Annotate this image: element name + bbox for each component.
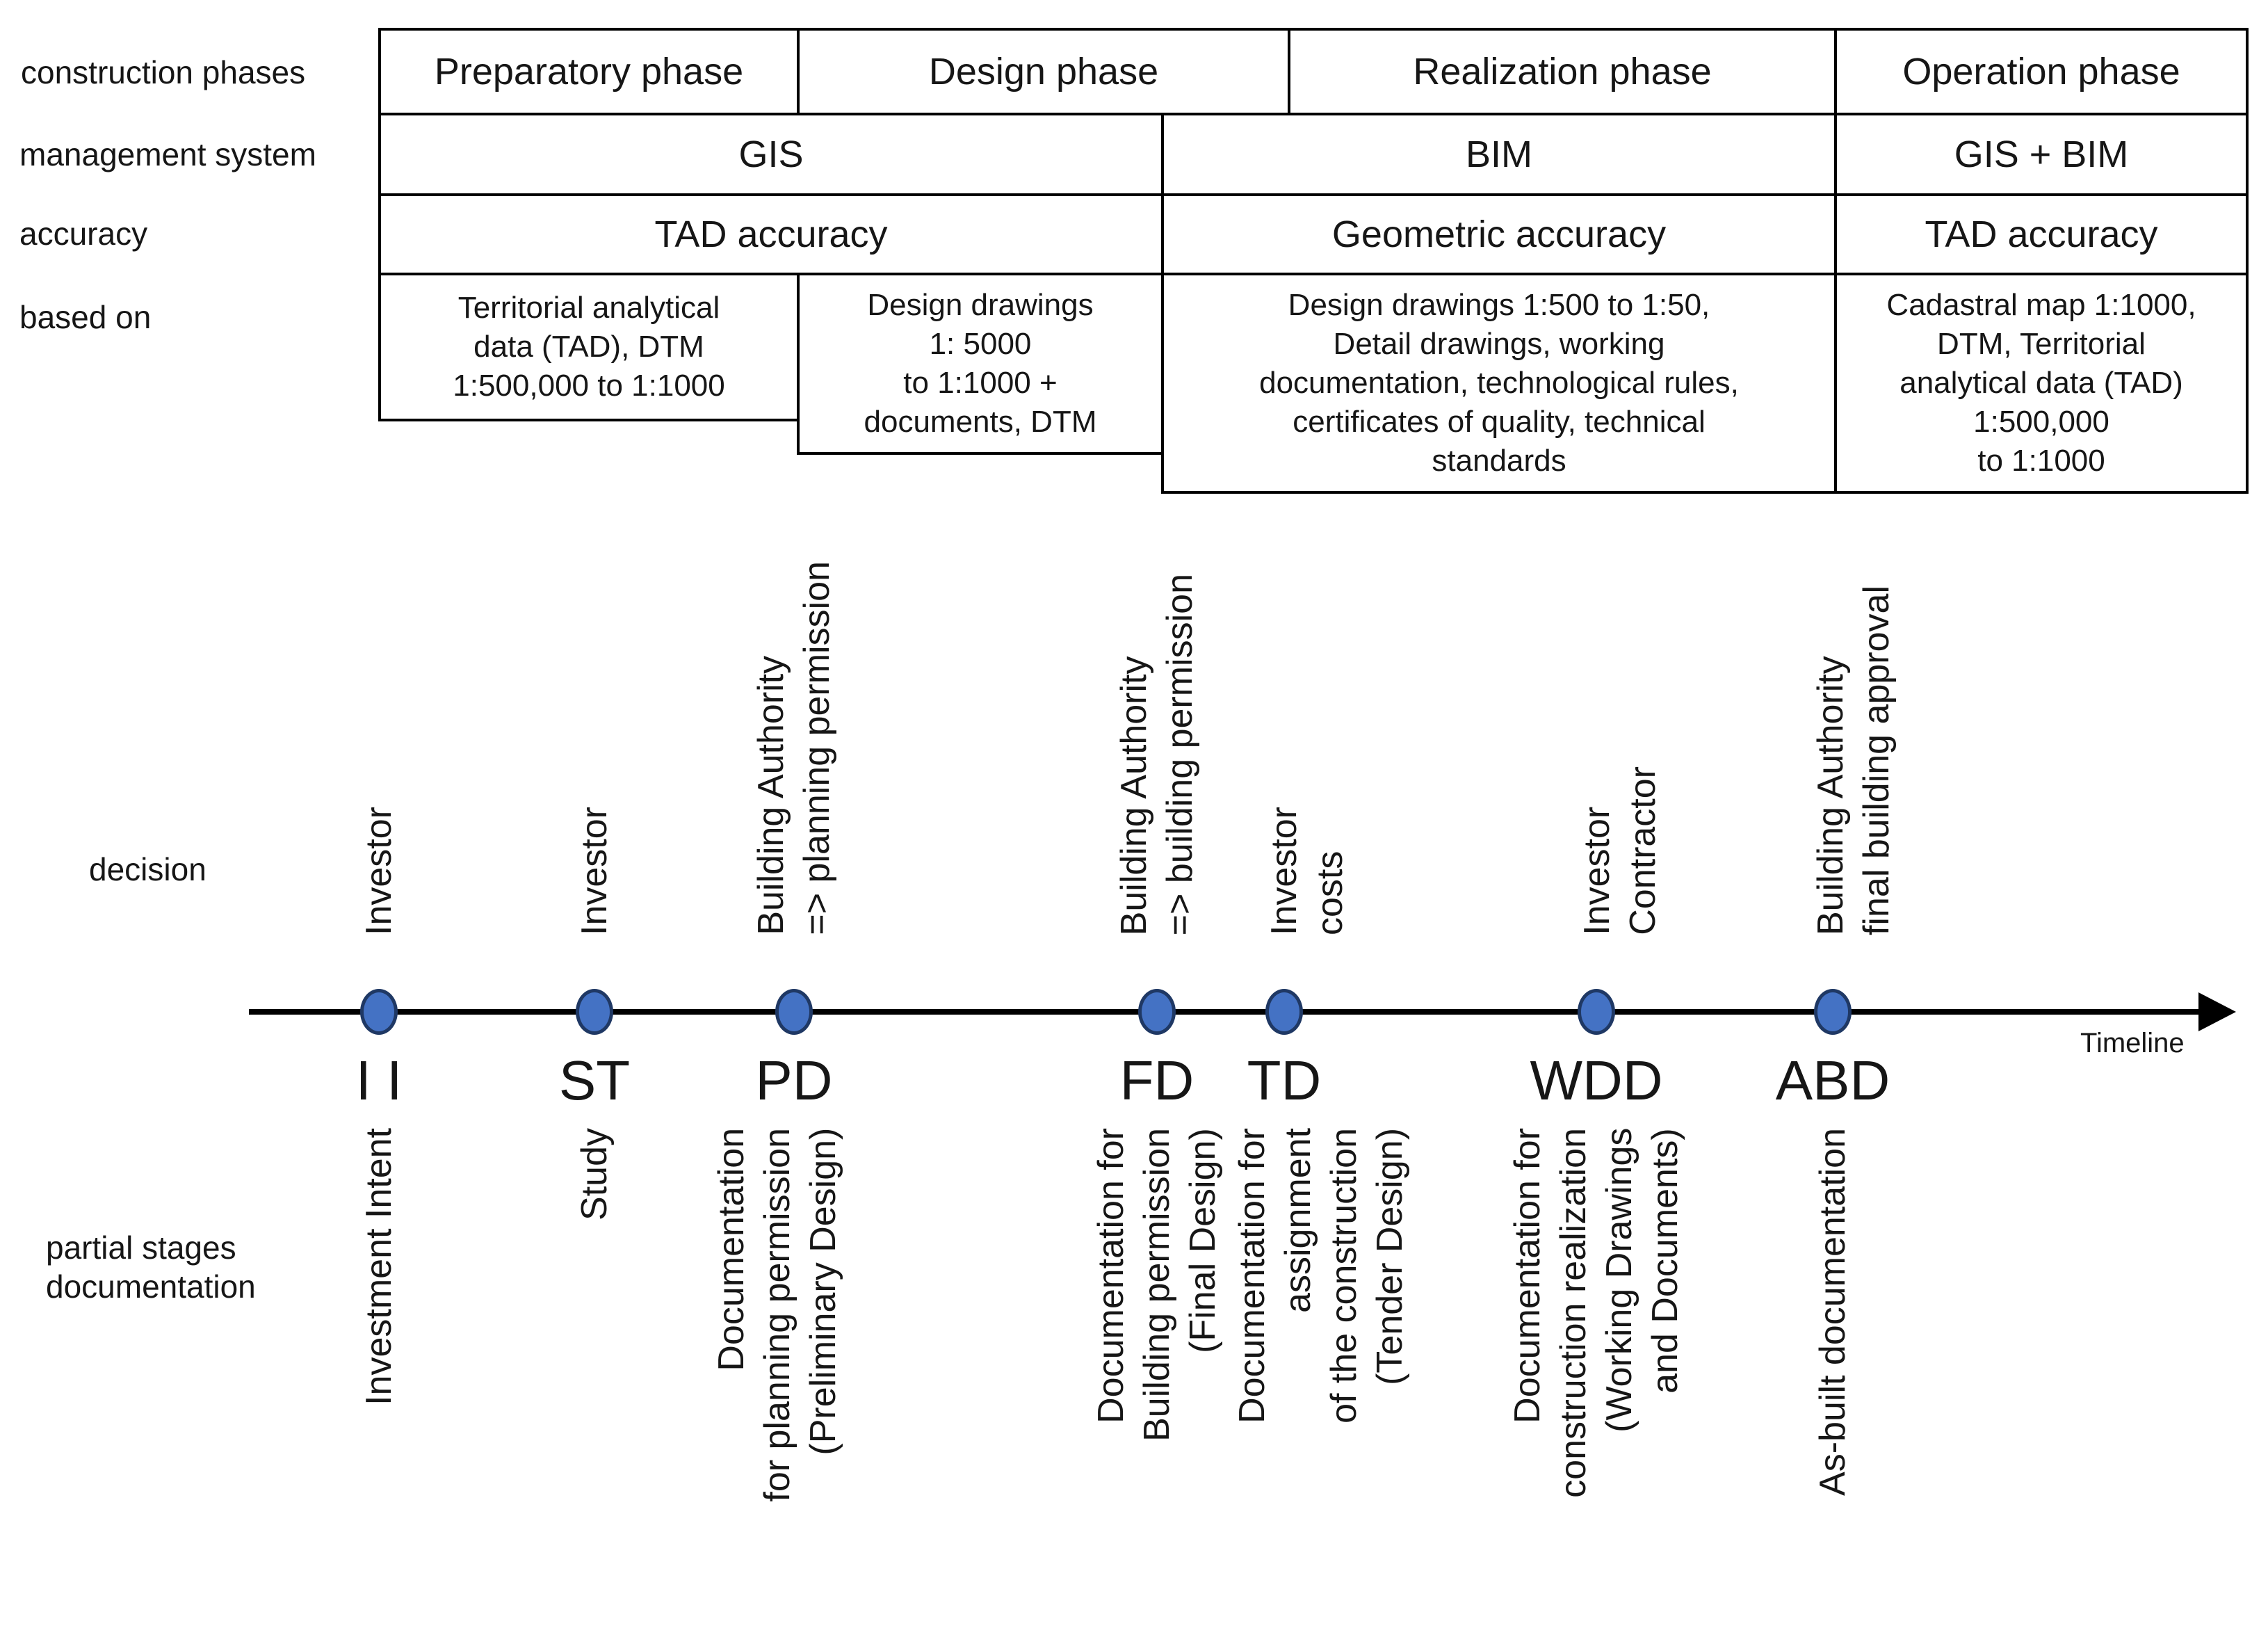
system-cell-bim: BIM [1161, 113, 1837, 196]
milestone-code-abd: ABD [1775, 1049, 1890, 1111]
row-label-management-system: management system [19, 136, 316, 172]
documentation-label-ii: Investment Intent [359, 1128, 399, 1405]
system-cell-gis-bim: GIS + BIM [1834, 113, 2249, 196]
milestone-code-wdd: WDD [1530, 1049, 1663, 1111]
milestone-dot-pd [775, 989, 813, 1035]
decision-label-st: Investor [574, 807, 615, 935]
decision-label-wdd: Investor Contractor [1577, 766, 1663, 935]
milestone-code-fd: FD [1119, 1049, 1194, 1111]
phase-cell-preparatory: Preparatory phase [378, 28, 800, 115]
based-on-cell-preparatory: Territorial analytical data (TAD), DTM 1… [378, 273, 800, 421]
accuracy-cell-geometric: Geometric accuracy [1161, 193, 1837, 275]
accuracy-cell-tad2: TAD accuracy [1834, 193, 2249, 275]
phase-cell-realization: Realization phase [1288, 28, 1837, 115]
decision-label-fd: Building Authority => building permissio… [1114, 573, 1200, 935]
milestone-code-st: ST [558, 1049, 631, 1111]
phase-cell-operation: Operation phase [1834, 28, 2249, 115]
documentation-label-abd: As-built documentation [1813, 1128, 1853, 1496]
timeline-axis-line [249, 1009, 2206, 1015]
row-label-construction-phases: construction phases [21, 54, 306, 90]
row-label-partial-stages: partial stages documentation [46, 1230, 256, 1305]
decision-label-td: Investor costs [1264, 807, 1350, 935]
milestone-code-td: TD [1247, 1049, 1322, 1111]
decision-label-ii: Investor [359, 807, 399, 935]
milestone-dot-fd [1138, 989, 1176, 1035]
documentation-label-fd: Documentation for Building permission (F… [1091, 1128, 1223, 1442]
milestone-dot-abd [1814, 989, 1852, 1035]
accuracy-cell-tad: TAD accuracy [378, 193, 1164, 275]
row-label-decision: decision [89, 851, 206, 887]
milestone-dot-ii [360, 989, 398, 1035]
documentation-label-st: Study [574, 1128, 615, 1220]
based-on-cell-operation: Cadastral map 1:1000, DTM, Territorial a… [1834, 273, 2249, 494]
decision-label-pd: Building Authority => planning permissio… [751, 561, 837, 935]
documentation-label-td: Documentation for assignment of the cons… [1232, 1128, 1410, 1424]
decision-label-abd: Building Authority final building approv… [1811, 585, 1897, 935]
milestone-code-pd: PD [755, 1049, 833, 1111]
documentation-label-pd: Documentation for planning permission (P… [711, 1128, 843, 1502]
milestone-dot-wdd [1578, 989, 1615, 1035]
based-on-cell-design: Design drawings 1: 5000 to 1:1000 + docu… [797, 273, 1164, 455]
timeline-arrowhead-icon [2198, 992, 2236, 1031]
milestone-dot-td [1265, 989, 1303, 1035]
system-cell-gis: GIS [378, 113, 1164, 196]
row-label-accuracy: accuracy [19, 216, 148, 252]
based-on-cell-realization: Design drawings 1:500 to 1:50, Detail dr… [1161, 273, 1837, 494]
milestone-dot-st [576, 989, 613, 1035]
row-label-based-on: based on [19, 299, 152, 335]
phase-cell-design: Design phase [797, 28, 1290, 115]
documentation-label-wdd: Documentation for construction realizati… [1507, 1128, 1685, 1498]
timeline-axis-caption: Timeline [2080, 1028, 2185, 1058]
milestone-code-ii: I I [355, 1049, 403, 1111]
